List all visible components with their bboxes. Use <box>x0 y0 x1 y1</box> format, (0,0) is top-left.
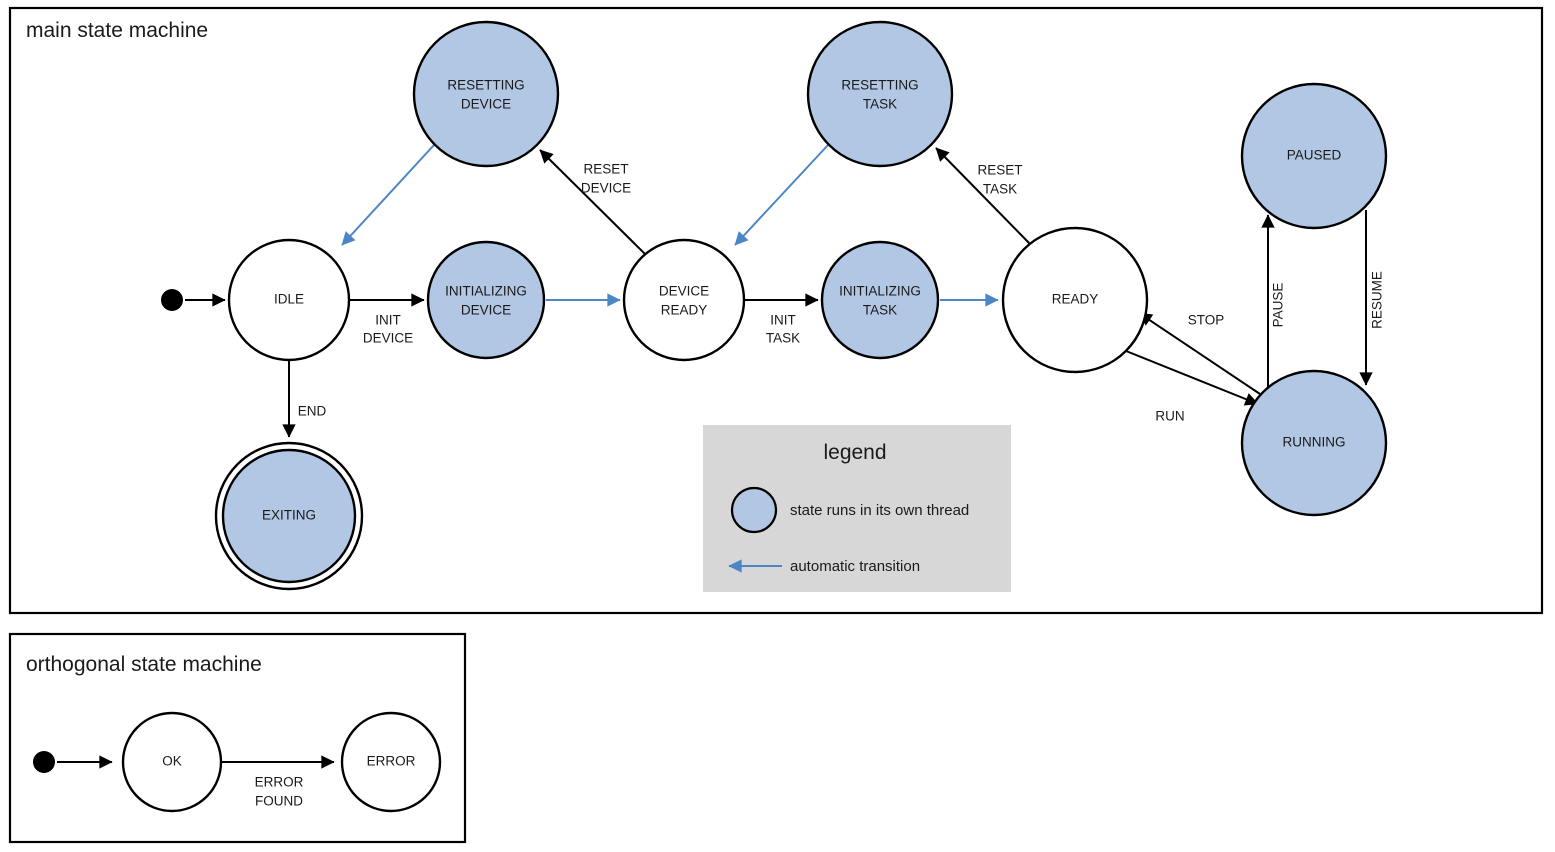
transition-label-init-task-line2: TASK <box>766 331 800 346</box>
state-node-resetting-device[interactable]: RESETTING DEVICE <box>412 20 560 168</box>
state-label-ready: READY <box>1052 292 1099 307</box>
legend: legend state runs in its own thread auto… <box>703 425 1011 592</box>
state-label-error: ERROR <box>367 754 416 769</box>
state-label-idle: IDLE <box>274 292 304 307</box>
state-circle-ready[interactable] <box>1001 226 1149 374</box>
transition-running-stop <box>1138 312 1261 395</box>
orthogonal-state-machine-frame: orthogonal state machine <box>8 632 467 844</box>
legend-thread-state-circle-icon <box>730 486 778 534</box>
state-circle-running[interactable] <box>1240 369 1388 517</box>
main-frame-title: main state machine <box>26 19 208 42</box>
main-transitions: INIT DEVICE INIT TASK RESET DEVICE RESET… <box>185 144 1385 438</box>
state-node-idle[interactable]: IDLE <box>227 238 351 362</box>
main-state-machine-frame: main state machine <box>8 6 1544 615</box>
legend-item-thread-state-label: state runs in its own thread <box>790 502 969 519</box>
state-circle-initializing-device[interactable] <box>426 240 546 360</box>
state-label-resetting-task-line1: RESETTING <box>841 78 918 93</box>
state-label-initializing-task-line1: INITIALIZING <box>839 284 921 299</box>
transition-label-reset-task-line2: TASK <box>983 182 1017 197</box>
state-node-exiting[interactable]: EXITING <box>214 441 364 591</box>
transition-label-run: RUN <box>1155 409 1184 424</box>
transition-reset-task-to-device-ready <box>734 144 829 246</box>
legend-title: legend <box>823 441 886 464</box>
transition-ready-run <box>1125 350 1259 406</box>
orthogonal-frame-title: orthogonal state machine <box>26 653 262 676</box>
orthogonal-transitions: ERROR FOUND <box>57 755 335 809</box>
state-circle-idle[interactable] <box>227 238 351 362</box>
transition-label-reset-task-line1: RESET <box>977 163 1022 178</box>
state-circle-resetting-device[interactable] <box>412 20 560 168</box>
transition-label-error-found-line2: FOUND <box>255 794 303 809</box>
state-node-resetting-task[interactable]: RESETTING TASK <box>806 20 954 168</box>
orthogonal-states: OK ERROR <box>33 711 442 813</box>
state-label-initializing-device-line2: DEVICE <box>461 303 511 318</box>
state-circle-exiting[interactable] <box>221 448 357 584</box>
transition-label-error-found-line1: ERROR <box>255 775 304 790</box>
state-circle-ok[interactable] <box>121 711 223 813</box>
state-final-outer-ring-exiting <box>214 441 364 591</box>
transition-label-resume: RESUME <box>1370 271 1385 329</box>
state-label-resetting-task-line2: TASK <box>863 97 897 112</box>
transition-label-init-device-line2: DEVICE <box>363 331 413 346</box>
state-node-error[interactable]: ERROR <box>340 711 442 813</box>
main-frame-border <box>8 6 1544 615</box>
state-label-device-ready-line2: READY <box>661 303 708 318</box>
state-label-paused: PAUSED <box>1287 148 1342 163</box>
state-label-ok: OK <box>162 754 182 769</box>
transition-label-end: END <box>298 404 327 419</box>
state-node-initializing-device[interactable]: INITIALIZING DEVICE <box>426 240 546 360</box>
transition-label-stop: STOP <box>1188 313 1225 328</box>
orthogonal-initial-state-dot <box>33 751 55 773</box>
transition-device-ready-reset-device <box>539 149 646 255</box>
transition-label-init-task-line1: INIT <box>770 313 796 328</box>
state-circle-resetting-task[interactable] <box>806 20 954 168</box>
state-label-exiting: EXITING <box>262 508 316 523</box>
transition-ready-reset-task <box>935 147 1031 245</box>
state-circle-initializing-task[interactable] <box>820 240 940 360</box>
legend-item-auto-transition-label: automatic transition <box>790 558 920 575</box>
transition-label-init-device-line1: INIT <box>375 313 401 328</box>
transition-label-reset-device-line1: RESET <box>583 162 628 177</box>
state-label-initializing-task-line2: TASK <box>863 303 897 318</box>
orthogonal-frame-border <box>8 632 467 844</box>
state-circle-device-ready[interactable] <box>622 238 746 362</box>
transition-label-pause: PAUSE <box>1271 283 1286 328</box>
state-node-paused[interactable]: PAUSED <box>1240 82 1388 230</box>
main-states: IDLE INITIALIZING DEVICE DEVICE READY IN… <box>161 20 1388 591</box>
transition-label-reset-device-line2: DEVICE <box>581 181 631 196</box>
state-node-running[interactable]: RUNNING <box>1240 369 1388 517</box>
state-label-initializing-device-line1: INITIALIZING <box>445 284 527 299</box>
state-node-ok[interactable]: OK <box>121 711 223 813</box>
state-node-device-ready[interactable]: DEVICE READY <box>622 238 746 362</box>
initial-state-dot <box>161 289 183 311</box>
state-circle-paused[interactable] <box>1240 82 1388 230</box>
transition-reset-device-to-idle <box>341 144 435 246</box>
state-label-running: RUNNING <box>1283 435 1346 450</box>
state-circle-error[interactable] <box>340 711 442 813</box>
state-label-device-ready-line1: DEVICE <box>659 284 709 299</box>
state-node-ready[interactable]: READY <box>1001 226 1149 374</box>
state-node-initializing-task[interactable]: INITIALIZING TASK <box>820 240 940 360</box>
state-label-resetting-device-line1: RESETTING <box>447 78 524 93</box>
state-label-resetting-device-line2: DEVICE <box>461 97 511 112</box>
